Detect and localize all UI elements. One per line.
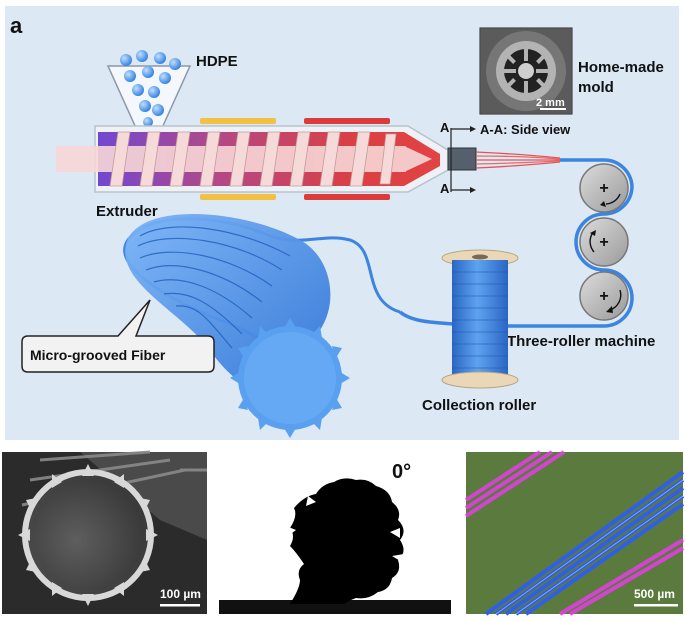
heater-red-bottom bbox=[304, 194, 390, 200]
mold-photo bbox=[479, 27, 573, 115]
three-roller-label: Three-roller machine bbox=[507, 333, 655, 350]
panel-label: a bbox=[10, 13, 23, 38]
mold-label-line1: Home-made bbox=[578, 59, 664, 76]
fiber-cross-section bbox=[230, 318, 350, 438]
hdpe-label: HDPE bbox=[196, 53, 238, 70]
mold-scale-label: 2 mm bbox=[536, 97, 565, 109]
collection-roller-label: Collection roller bbox=[422, 397, 536, 414]
section-marker-top: A bbox=[440, 120, 450, 135]
svg-text:+: + bbox=[599, 288, 608, 305]
svg-text:+: + bbox=[599, 180, 608, 197]
section-marker-bottom: A bbox=[440, 181, 450, 196]
heater-yellow-bottom bbox=[200, 194, 276, 200]
roller-top: + bbox=[579, 163, 629, 213]
svg-text:+: + bbox=[599, 234, 608, 251]
screw-flights bbox=[109, 131, 397, 187]
sem-image-panel bbox=[2, 450, 207, 614]
heater-red-top bbox=[304, 118, 390, 124]
roller-bottom: + bbox=[579, 271, 629, 321]
extrudate-filaments bbox=[475, 151, 561, 169]
micro-grooved-fiber-bundle bbox=[123, 213, 401, 438]
hdpe-pellets bbox=[120, 50, 181, 127]
sem-scale-label: 100 µm bbox=[160, 587, 201, 601]
roller-middle: + bbox=[579, 217, 629, 267]
heater-yellow-top bbox=[200, 118, 276, 124]
micro-grooved-fiber-label: Micro-grooved Fiber bbox=[30, 347, 166, 363]
extruder-barrel bbox=[56, 125, 449, 193]
three-roller-machine: + + + bbox=[579, 163, 629, 321]
hopper bbox=[106, 50, 192, 129]
collection-roller bbox=[441, 249, 519, 389]
microscope-scale-label: 500 µm bbox=[634, 587, 675, 601]
microscope-panel bbox=[464, 450, 685, 616]
extruder-label: Extruder bbox=[96, 203, 158, 220]
mold-label-line2: mold bbox=[578, 79, 614, 96]
fiber-callout bbox=[21, 299, 215, 373]
die-block bbox=[447, 147, 477, 171]
side-view-label: A-A: Side view bbox=[480, 122, 571, 137]
contact-angle-label: 0° bbox=[392, 461, 411, 483]
contact-angle-panel bbox=[219, 452, 451, 614]
